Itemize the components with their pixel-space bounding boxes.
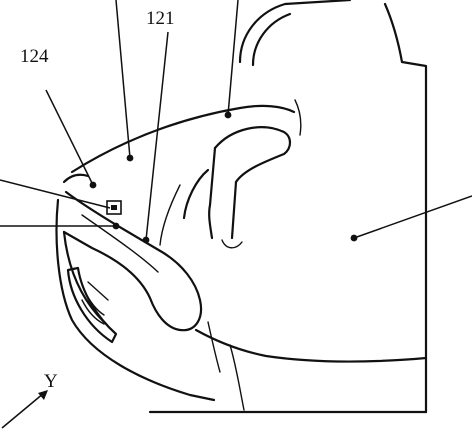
- axis-indicator: Y: [1, 371, 58, 429]
- side-control-panel: [66, 266, 118, 344]
- leader-top-right: [227, 0, 239, 116]
- seat-base: [55, 198, 428, 414]
- axis-y-arrow: [1, 392, 45, 429]
- leader-124: [45, 89, 94, 186]
- label-121: 121: [146, 8, 175, 29]
- leader-left-upper: [0, 179, 111, 209]
- leader-dots: [89, 111, 358, 244]
- leader-right: [353, 195, 472, 239]
- backrest: [238, 0, 428, 414]
- axis-y-label: Y: [44, 371, 58, 392]
- label-124: 124: [20, 46, 49, 67]
- top-cushion: [62, 104, 296, 184]
- inner-armrest: [159, 126, 292, 249]
- leader-121: [145, 31, 169, 241]
- front-armrest: [62, 190, 203, 332]
- arrowhead-icon: [38, 390, 48, 400]
- leader-lines: [0, 0, 472, 241]
- leader-top-left: [115, 0, 131, 159]
